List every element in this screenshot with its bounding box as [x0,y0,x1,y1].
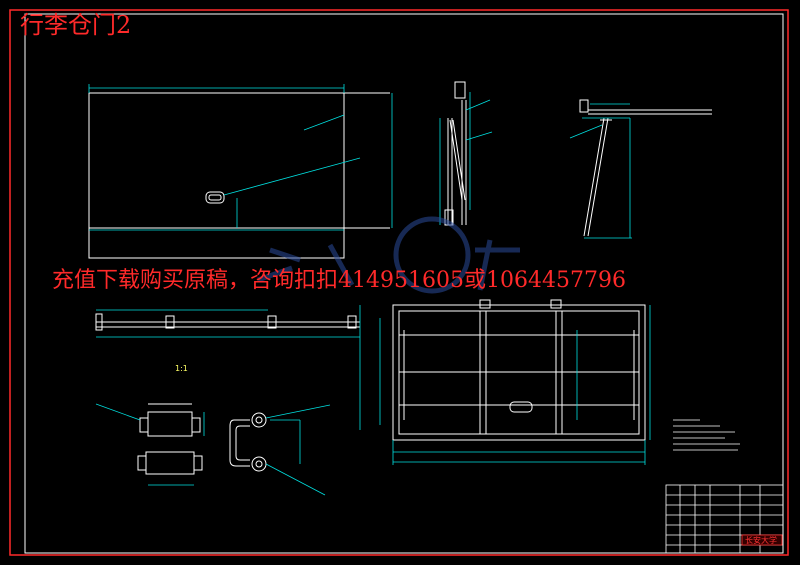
watermark-logo [257,216,520,294]
detail-hinge-a [137,403,203,475]
detail-dimensions [95,403,331,496]
watermark-banner: 充值下载购买原稿，咨询扣扣414951605或1064457796 [52,268,626,293]
inner-frame [24,13,784,554]
outer-frame [9,9,789,556]
top-view-dimensions [96,309,360,338]
frame-view [392,299,646,441]
school-name: 长安大学 [745,536,777,545]
top-view [95,313,360,331]
frame-view-dimensions [359,305,651,465]
side-view [444,81,467,226]
open-view [579,99,712,237]
detail-scale-label: 1:1 [175,364,188,373]
technical-notes [673,419,740,451]
front-view-dimensions [88,84,393,231]
open-view-dimensions [569,103,632,239]
front-view [88,92,390,259]
detail-hinge-b [229,412,267,472]
drawing-title: 行李仓门2 [20,11,132,39]
side-view-dimensions [439,92,493,225]
school-cell [741,534,783,546]
